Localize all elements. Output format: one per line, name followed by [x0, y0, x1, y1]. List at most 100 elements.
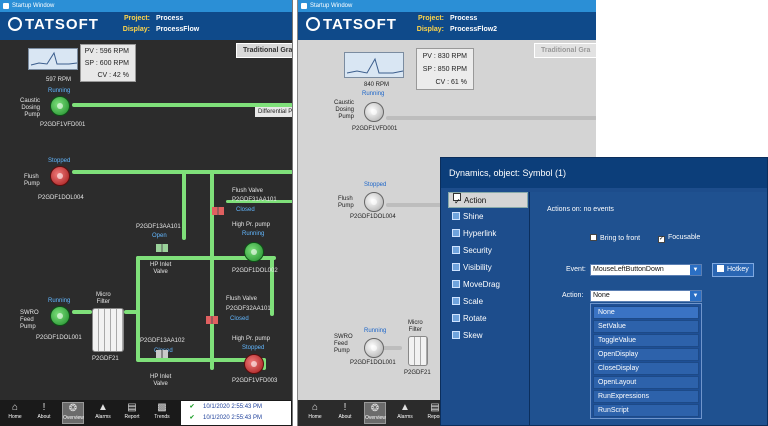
flush-branch-1	[182, 170, 186, 240]
chevron-down-icon[interactable]: ▼	[690, 265, 701, 275]
flush-pipe	[386, 203, 446, 207]
flush-valve-tag: P2GDF31AA101	[232, 197, 277, 203]
tab-action[interactable]: ✓Action	[448, 192, 528, 208]
nav-overview[interactable]: ❂Overview	[62, 402, 84, 424]
event-select[interactable]: MouseLeftButtonDown▼	[590, 264, 702, 276]
differential-pressure-label: Differential P	[255, 107, 292, 117]
nav-alarms[interactable]: ▲Alarms	[92, 402, 114, 424]
nav-home-label: Home	[308, 414, 322, 420]
checkbox-icon[interactable]	[452, 280, 460, 288]
swro-pump-status: Running	[364, 328, 387, 334]
bring-to-front-label: Bring to front	[600, 235, 641, 242]
nav-trends[interactable]: ▩Trends	[151, 402, 173, 424]
caustic-pump-tag: P2GDF1VFD001	[352, 126, 398, 132]
sp-value: SP : 850 RPM	[422, 66, 467, 73]
action-label: Action:	[562, 292, 584, 299]
flush-pump-icon[interactable]	[50, 166, 70, 186]
checkbox-icon[interactable]	[452, 314, 460, 322]
nav-home[interactable]: ⌂Home	[304, 402, 326, 424]
action-option-none[interactable]: None	[593, 306, 699, 319]
traditional-graphics-button[interactable]: Traditional Gra	[236, 43, 292, 58]
actions-on-label: Actions on: no events	[547, 206, 614, 213]
project-label: Project:	[123, 15, 150, 22]
report-icon: ▤	[127, 402, 137, 413]
action-option-opendisplay[interactable]: OpenDisplay	[593, 348, 699, 361]
bring-to-front-checkbox[interactable]: Bring to front	[590, 234, 640, 242]
tab-label: Scale	[463, 297, 484, 306]
window-titlebar: Startup Window	[298, 0, 596, 12]
flush-valve-status: Closed	[236, 207, 255, 213]
nav-home-label: Home	[8, 414, 22, 420]
alarm-ticker[interactable]: ✔10/1/2020 2:55:43 PM ✔10/1/2020 2:55:43…	[181, 401, 291, 425]
display-info: Display:ProcessFlow	[118, 26, 199, 33]
trend-value: 597 RPM	[46, 77, 72, 83]
check-icon: ✔	[189, 415, 195, 421]
checkbox-checked-icon[interactable]: ✓	[658, 236, 665, 243]
hp-pump-2-icon[interactable]	[244, 354, 264, 374]
micro-filter-label: Micro Filter	[96, 292, 111, 305]
nav-about[interactable]: !About	[334, 402, 356, 424]
action-select[interactable]: None ▼	[590, 290, 702, 302]
nav-overview[interactable]: ❂Overview	[364, 402, 386, 424]
flush-valve-2-tag: P2GDF32AA101	[226, 306, 271, 312]
rpm-trend	[28, 48, 78, 70]
flush-valve-2-icon[interactable]	[206, 316, 218, 324]
tab-label: MoveDrag	[463, 280, 500, 289]
nav-report[interactable]: ▤Report	[424, 402, 446, 424]
hp-inlet-valve-2-icon[interactable]	[156, 350, 168, 358]
tab-visibility[interactable]: Visibility	[448, 260, 528, 276]
action-option-closedisplay[interactable]: CloseDisplay	[593, 362, 699, 375]
caustic-pump-icon[interactable]	[50, 96, 70, 116]
caustic-pipe	[72, 103, 292, 107]
nav-alarms[interactable]: ▲Alarms	[394, 402, 416, 424]
flush-pump-icon[interactable]	[364, 192, 384, 212]
tab-skew[interactable]: Skew	[448, 328, 528, 344]
checkbox-icon[interactable]	[590, 234, 597, 241]
swro-pump-icon[interactable]	[364, 338, 384, 358]
swro-pump-icon[interactable]	[50, 306, 70, 326]
tab-scale[interactable]: Scale	[448, 294, 528, 310]
tab-label: Rotate	[463, 314, 487, 323]
tab-rotate[interactable]: Rotate	[448, 311, 528, 327]
info-icon: !	[343, 402, 347, 413]
tab-movedrag[interactable]: MoveDrag	[448, 277, 528, 293]
checkbox-icon[interactable]	[452, 212, 460, 220]
action-select-value: None	[593, 292, 610, 299]
nav-report[interactable]: ▤Report	[121, 402, 143, 424]
hp2-outlet	[262, 358, 266, 370]
nav-home[interactable]: ⌂Home	[4, 402, 26, 424]
micro-filter-icon[interactable]	[92, 308, 124, 352]
caustic-pump-icon[interactable]	[364, 102, 384, 122]
action-option-runexpressions[interactable]: RunExpressions	[593, 390, 699, 403]
flush-branch-2	[210, 170, 214, 370]
checkbox-icon[interactable]	[452, 246, 460, 254]
checkbox-icon[interactable]	[452, 229, 460, 237]
hotkey-button[interactable]: Hotkey	[712, 263, 754, 277]
action-option-setvalue[interactable]: SetValue	[593, 320, 699, 333]
chevron-down-icon[interactable]: ▼	[690, 291, 701, 301]
checkbox-icon[interactable]	[452, 331, 460, 339]
tab-shine[interactable]: Shine	[448, 209, 528, 225]
rpm-trend	[344, 52, 404, 78]
pv-value: PV : 596 RPM	[84, 48, 129, 55]
check-icon: ✔	[189, 404, 195, 410]
checkbox-icon[interactable]	[452, 297, 460, 305]
swro-pump-name: SWRO Feed Pump	[20, 310, 39, 330]
micro-filter-icon[interactable]	[408, 336, 428, 366]
display-label: Display:	[122, 26, 150, 33]
hp-inlet-valve-1-icon[interactable]	[156, 244, 168, 252]
focusable-checkbox[interactable]: ✓Focusable	[658, 234, 700, 243]
nav-about[interactable]: !About	[33, 402, 55, 424]
action-option-runscript[interactable]: RunScript	[593, 404, 699, 417]
flush-valve-icon[interactable]	[212, 207, 224, 215]
tab-security[interactable]: Security	[448, 243, 528, 259]
checkbox-icon[interactable]	[452, 263, 460, 271]
action-option-openlayout[interactable]: OpenLayout	[593, 376, 699, 389]
dynamics-dialog: Dynamics, object: Symbol (1) ✓Action Shi…	[440, 157, 768, 426]
action-option-togglevalue[interactable]: ToggleValue	[593, 334, 699, 347]
hp-pump-1-icon[interactable]	[244, 242, 264, 262]
alarm-bell-icon: ▲	[98, 402, 108, 413]
tab-hyperlink[interactable]: Hyperlink	[448, 226, 528, 242]
traditional-graphics-button[interactable]: Traditional Gra	[534, 43, 596, 58]
checkbox-icon[interactable]: ✓	[453, 193, 461, 206]
